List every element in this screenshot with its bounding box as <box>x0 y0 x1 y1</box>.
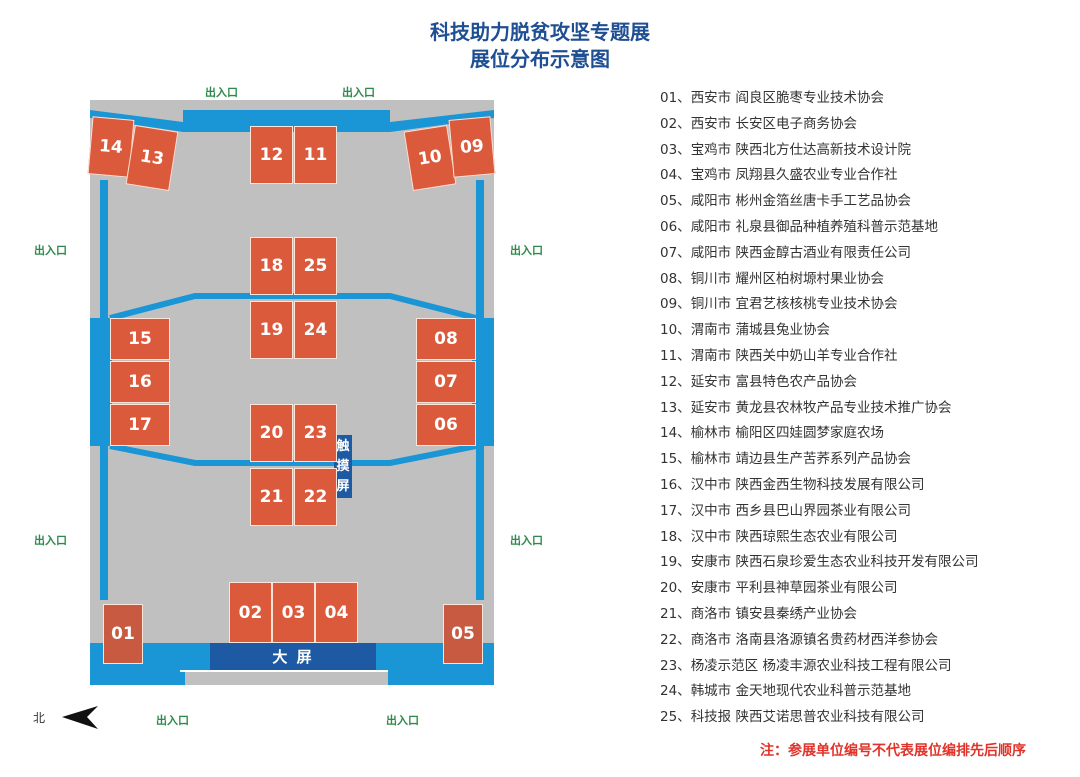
touch-screen: 触 摸 屏 <box>334 435 352 498</box>
right-wall-block <box>472 318 494 446</box>
bottom-gap <box>180 670 388 672</box>
list-item: 08、铜川市 耀州区柏树塬村果业协会 <box>660 270 884 287</box>
list-item: 04、宝鸡市 凤翔县久盛农业专业合作社 <box>660 167 898 184</box>
big-screen: 大 屏 <box>210 643 376 670</box>
list-item: 21、商洛市 镇安县秦绣产业协会 <box>660 605 857 622</box>
list-item: 02、西安市 长安区电子商务协会 <box>660 115 857 132</box>
booth-20[interactable]: 20 <box>250 404 293 462</box>
booth-05[interactable]: 05 <box>443 604 483 664</box>
list-item: 22、商洛市 洛南县洛源镇名贵药材西洋参协会 <box>660 631 938 648</box>
list-item: 14、榆林市 榆阳区四娃圆梦家庭农场 <box>660 425 884 442</box>
list-item: 24、韩城市 金天地现代农业科普示范基地 <box>660 683 911 700</box>
exit-bottom-right: 出入口 <box>386 714 419 727</box>
booth-21[interactable]: 21 <box>250 468 293 526</box>
touch-screen-char-3: 屏 <box>336 478 350 494</box>
list-item: 23、杨凌示范区 杨凌丰源农业科技工程有限公司 <box>660 657 952 674</box>
booth-22[interactable]: 22 <box>294 468 337 526</box>
booth-09[interactable]: 09 <box>448 116 496 178</box>
arrow-left-icon <box>62 706 98 729</box>
list-item: 06、咸阳市 礼泉县御品种植养殖科普示范基地 <box>660 218 938 235</box>
exit-bottom-left: 出入口 <box>156 714 189 727</box>
list-item: 18、汉中市 陕西琼熙生态农业有限公司 <box>660 528 898 545</box>
booth-04[interactable]: 04 <box>315 582 358 643</box>
booth-16[interactable]: 16 <box>110 361 170 403</box>
booth-07[interactable]: 07 <box>416 361 476 403</box>
list-item: 20、安康市 平利县神草园茶业有限公司 <box>660 580 898 597</box>
booth-17[interactable]: 17 <box>110 404 170 446</box>
booth-24[interactable]: 24 <box>294 301 337 359</box>
booth-11[interactable]: 11 <box>294 126 337 184</box>
list-item: 07、咸阳市 陕西金醇古酒业有限责任公司 <box>660 244 911 261</box>
booth-03[interactable]: 03 <box>272 582 315 643</box>
exit-left-upper: 出入口 <box>34 244 67 257</box>
exit-right-upper: 出入口 <box>510 244 543 257</box>
booth-25[interactable]: 25 <box>294 237 337 295</box>
footnote: 注：参展单位编号不代表展位编排先后顺序 <box>760 743 1026 759</box>
list-item: 25、科技报 陕西艾诺思普农业科技有限公司 <box>660 709 925 726</box>
booth-13[interactable]: 13 <box>125 124 179 192</box>
booth-10[interactable]: 10 <box>403 124 457 192</box>
left-wall-block <box>90 318 112 446</box>
booth-18[interactable]: 18 <box>250 237 293 295</box>
page-subtitle: 展位分布示意图 <box>470 47 610 71</box>
list-item: 05、咸阳市 彬州金箔丝唐卡手工艺品协会 <box>660 193 911 210</box>
list-item: 01、西安市 阎良区脆枣专业技术协会 <box>660 90 884 106</box>
booth-12[interactable]: 12 <box>250 126 293 184</box>
list-item: 16、汉中市 陕西金西生物科技发展有限公司 <box>660 476 925 493</box>
exhibitor-list: 01、西安市 阎良区脆枣专业技术协会 02、西安市 长安区电子商务协会 03、宝… <box>660 86 978 731</box>
booth-06[interactable]: 06 <box>416 404 476 446</box>
booth-19[interactable]: 19 <box>250 301 293 359</box>
exit-left-lower: 出入口 <box>34 534 67 547</box>
list-item: 09、铜川市 宜君艺核核桃专业技术协会 <box>660 296 898 313</box>
list-item: 12、延安市 富县特色农产品协会 <box>660 373 857 390</box>
booth-01[interactable]: 01 <box>103 604 143 664</box>
booth-23[interactable]: 23 <box>294 404 337 462</box>
list-item: 19、安康市 陕西石泉珍爱生态农业科技开发有限公司 <box>660 554 979 571</box>
list-item: 11、渭南市 陕西关中奶山羊专业合作社 <box>660 347 898 364</box>
touch-screen-char-2: 摸 <box>336 458 350 474</box>
booth-08[interactable]: 08 <box>416 318 476 360</box>
exit-top-left: 出入口 <box>205 86 238 99</box>
list-item: 03、宝鸡市 陕西北方仕达高新技术设计院 <box>660 141 911 158</box>
exit-top-right: 出入口 <box>342 86 375 99</box>
list-item: 17、汉中市 西乡县巴山界园茶业有限公司 <box>660 502 911 519</box>
list-item: 15、榆林市 靖边县生产苦荞系列产品协会 <box>660 451 911 468</box>
booth-15[interactable]: 15 <box>110 318 170 360</box>
exit-right-lower: 出入口 <box>510 534 543 547</box>
list-item: 13、延安市 黄龙县农林牧产品专业技术推广协会 <box>660 399 952 416</box>
page-title: 科技助力脱贫攻坚专题展 <box>430 20 650 44</box>
top-wall <box>183 110 390 132</box>
list-item: 10、渭南市 蒲城县兔业协会 <box>660 322 830 339</box>
north-label: 北 <box>33 711 46 725</box>
touch-screen-char-1: 触 <box>336 438 350 454</box>
booth-02[interactable]: 02 <box>229 582 272 643</box>
